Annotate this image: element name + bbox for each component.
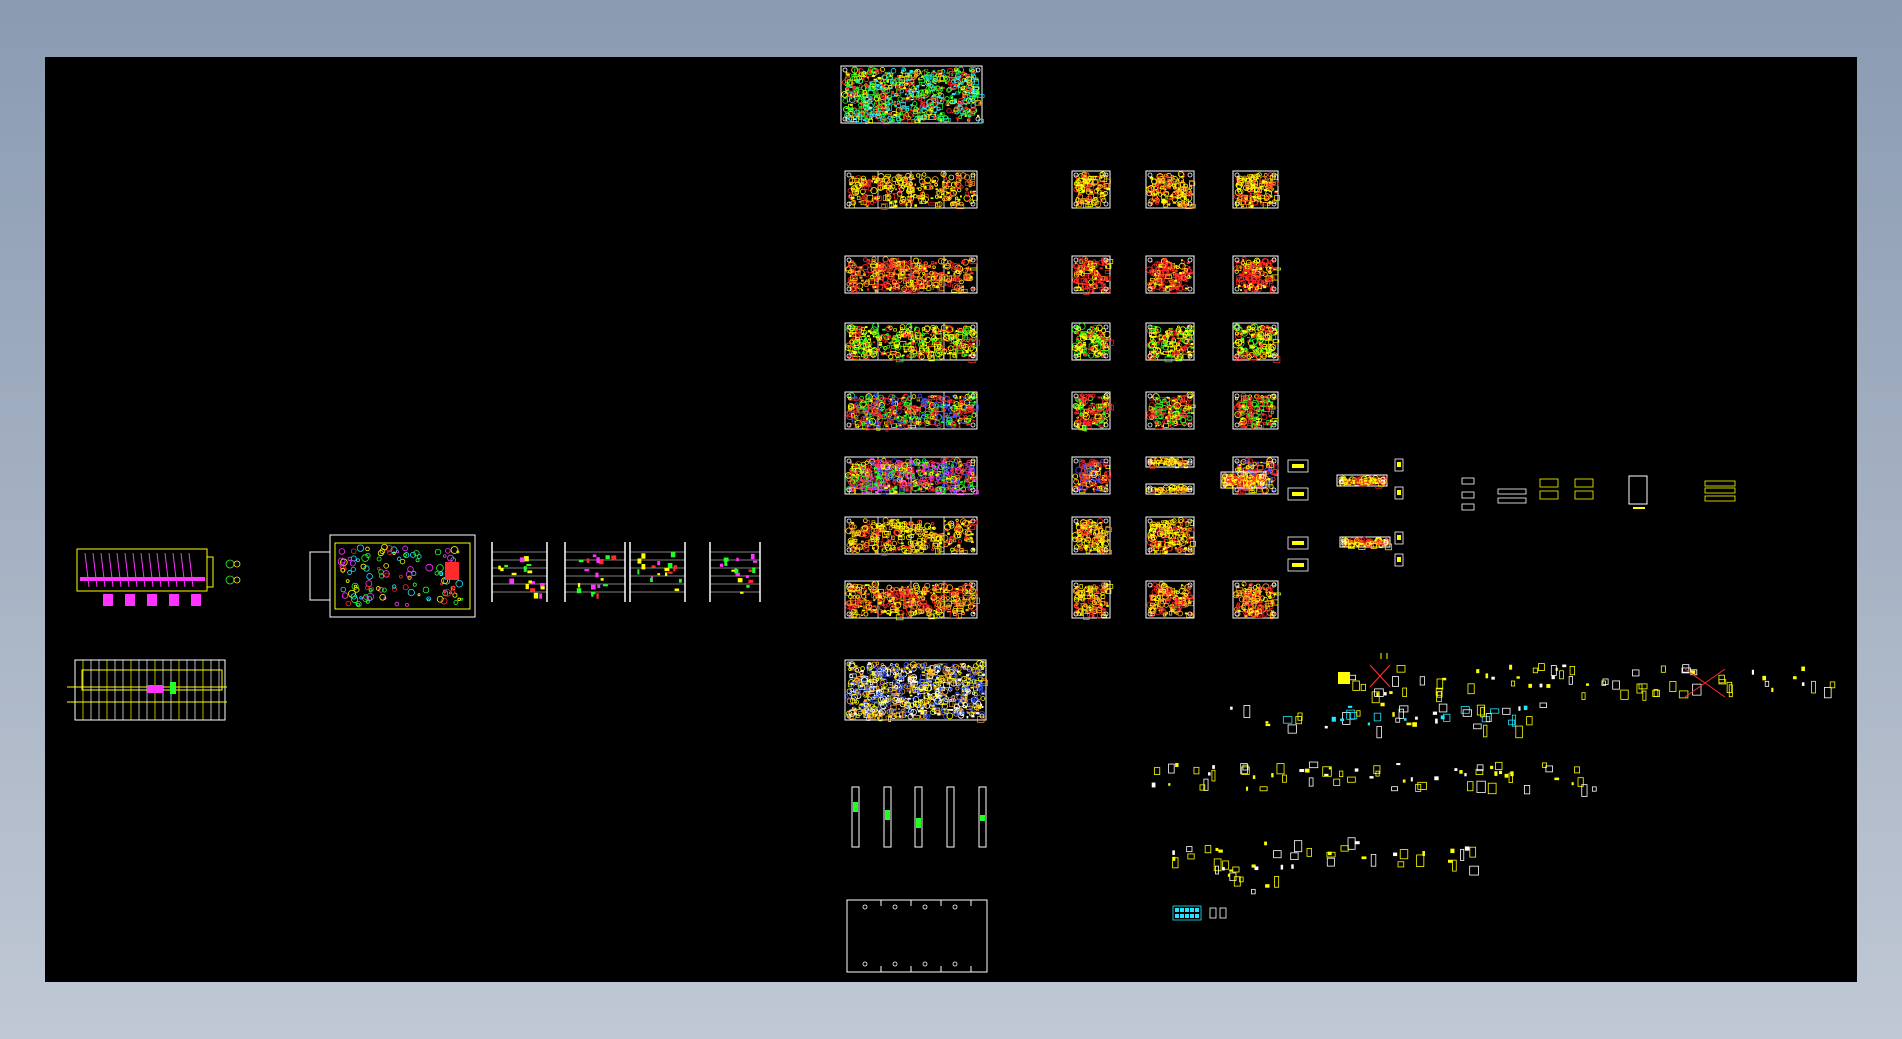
- square-plate-r7-c2: [1145, 580, 1195, 619]
- bottom-plate-blue: [844, 659, 988, 723]
- small-blocks: [1287, 458, 1736, 572]
- square-plate-r2-c3: [1232, 255, 1281, 294]
- cyan-part-cluster: [1172, 905, 1227, 921]
- slim-plate-a: [1145, 456, 1195, 470]
- square-plate-r5-c1: [1071, 456, 1111, 495]
- small-insert-3: [1339, 536, 1393, 551]
- square-plate-r6-c1: [1071, 516, 1112, 555]
- plate-row-2-long: [844, 255, 978, 294]
- punch-parts-highlights: [1338, 653, 1726, 698]
- square-plate-r2-c1: [1071, 255, 1114, 295]
- square-plate-r4-c1: [1071, 391, 1114, 432]
- plate-row-7-long: [844, 580, 980, 621]
- punch-parts-row-4: [1172, 837, 1479, 876]
- punch-parts-row-5: [1222, 866, 1280, 895]
- square-plate-r7-c3: [1232, 580, 1281, 619]
- slim-plate-b: [1145, 483, 1195, 495]
- plate-row-3-long: [844, 322, 980, 363]
- square-plate-r4-c2: [1145, 391, 1196, 430]
- plate-row-5-long: [844, 456, 979, 496]
- square-plate-r4-c3: [1232, 391, 1279, 430]
- punch-parts-row-3: [1151, 761, 1597, 797]
- cad-model-viewport[interactable]: [45, 57, 1857, 982]
- square-plate-r1-c3: [1232, 170, 1280, 209]
- side-view-assembly-top: [76, 548, 241, 606]
- square-plate-r6-c2: [1145, 516, 1196, 556]
- square-plate-r3-c3: [1232, 322, 1281, 363]
- punch-parts-row-1: [1347, 663, 1836, 704]
- square-plate-r1-c2: [1145, 170, 1196, 210]
- cad-drawing-canvas[interactable]: [45, 57, 1857, 982]
- top-die-plate: [840, 65, 985, 125]
- bottom-stripper-plate: [846, 899, 988, 973]
- square-plate-r3-c1: [1071, 322, 1114, 361]
- small-insert-2: [1336, 474, 1388, 489]
- square-plate-r1-c1: [1071, 170, 1111, 209]
- guide-strips: [851, 786, 987, 848]
- square-plate-r3-c2: [1145, 322, 1195, 363]
- punch-parts-row-2: [1230, 702, 1548, 739]
- square-plate-r2-c2: [1145, 255, 1195, 294]
- small-insert-1: [1220, 471, 1270, 491]
- side-view-assembly-bottom: [67, 659, 227, 721]
- plate-row-4-long: [844, 391, 980, 432]
- square-plate-r7-c1: [1071, 580, 1114, 620]
- section-views: [491, 542, 761, 602]
- plan-view-assembly: [309, 534, 476, 618]
- plate-row-1-long: [844, 170, 978, 210]
- plate-row-6-long: [844, 516, 978, 556]
